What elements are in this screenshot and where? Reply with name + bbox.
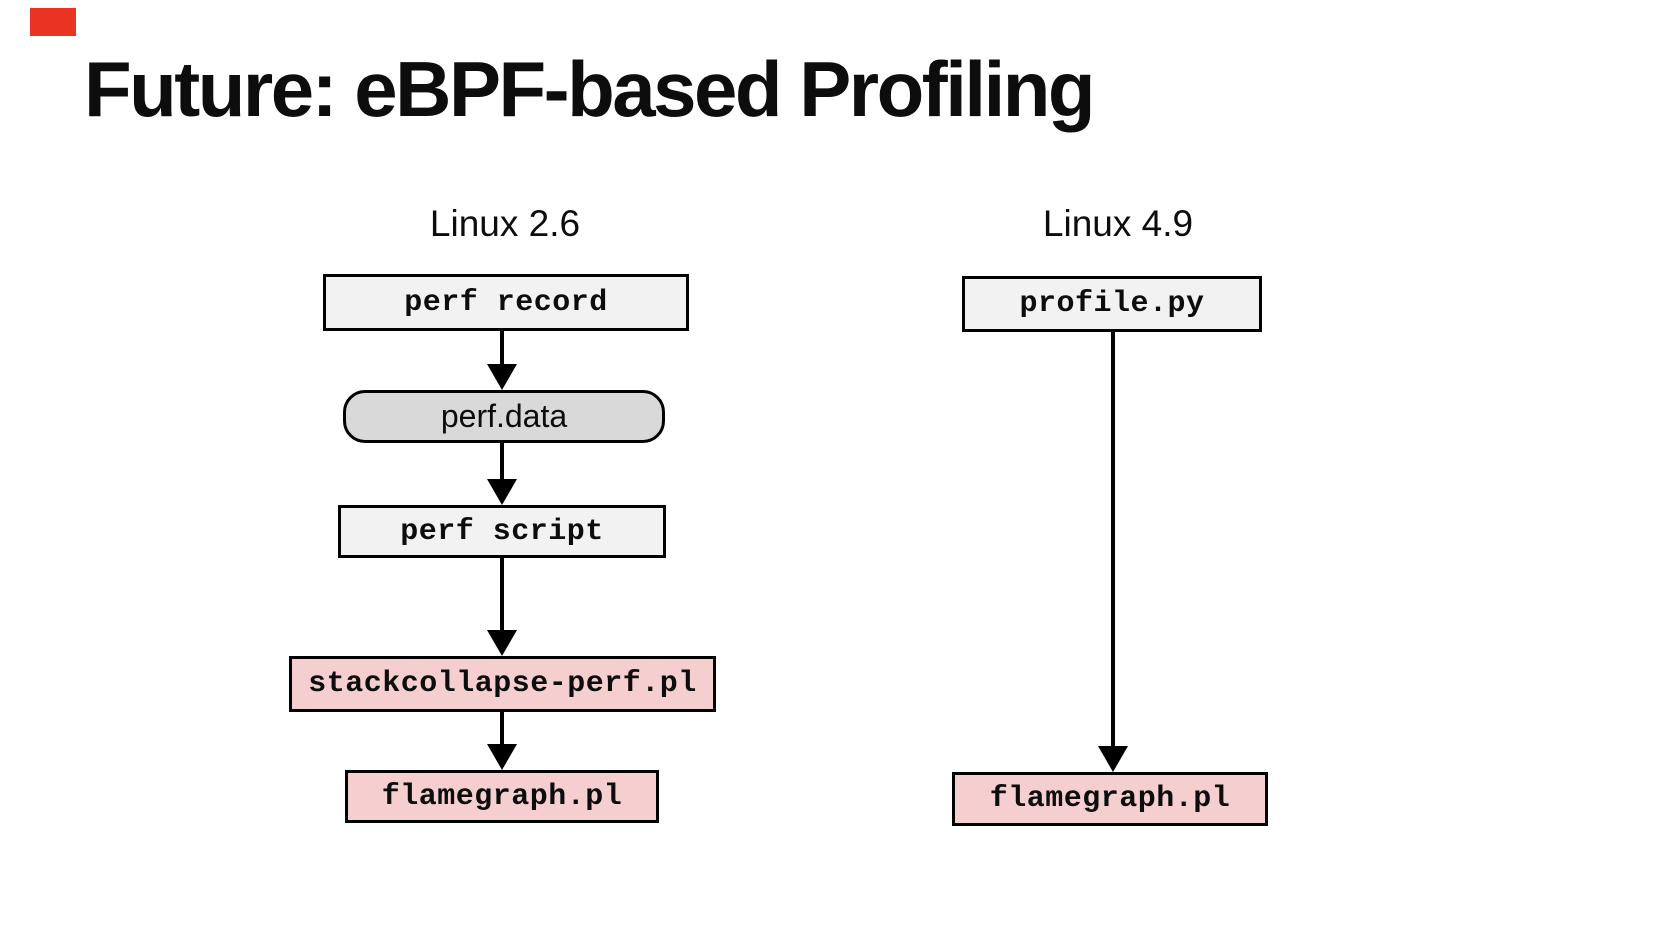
arrow-head-icon — [487, 630, 517, 656]
column-label-linux-4-9: Linux 4.9 — [1042, 203, 1194, 244]
arrow-head-icon — [487, 479, 517, 505]
node-flamegraph-right-label: flamegraph.pl — [989, 782, 1231, 816]
node-perf-data-label: perf.data — [440, 398, 568, 434]
arrow-line — [1111, 332, 1115, 748]
arrow-line — [500, 331, 504, 366]
node-flamegraph-left-label: flamegraph.pl — [381, 779, 623, 814]
arrow-profile-py-to-flamegraph — [1098, 332, 1128, 772]
node-perf-data: perf.data — [343, 390, 665, 443]
node-perf-record: perf record — [323, 274, 689, 331]
red-highlight-marker — [30, 8, 76, 36]
node-perf-script: perf script — [338, 505, 666, 558]
node-stackcollapse-perf-pl: stackcollapse-perf.pl — [289, 656, 716, 712]
arrow-perf-record-to-perf-data — [487, 331, 517, 390]
node-flamegraph-pl-right: flamegraph.pl — [952, 772, 1268, 826]
node-stackcollapse-label: stackcollapse-perf.pl — [308, 667, 697, 701]
arrow-line — [500, 712, 504, 746]
arrow-perf-data-to-perf-script — [487, 443, 517, 505]
arrow-line — [500, 558, 504, 632]
arrow-head-icon — [487, 744, 517, 770]
arrow-stackcollapse-to-flamegraph — [487, 712, 517, 770]
arrow-line — [500, 443, 504, 481]
node-profile-py-label: profile.py — [1019, 287, 1205, 321]
arrow-head-icon — [1098, 746, 1128, 772]
node-flamegraph-pl-left: flamegraph.pl — [345, 770, 659, 823]
node-perf-script-label: perf script — [400, 514, 604, 549]
arrow-head-icon — [487, 364, 517, 390]
node-perf-record-label: perf record — [404, 285, 608, 320]
column-label-linux-2-6: Linux 2.6 — [429, 203, 581, 244]
arrow-perf-script-to-stackcollapse — [487, 558, 517, 656]
node-profile-py: profile.py — [962, 276, 1262, 332]
slide-title: Future: eBPF-based Profiling — [84, 45, 1096, 133]
